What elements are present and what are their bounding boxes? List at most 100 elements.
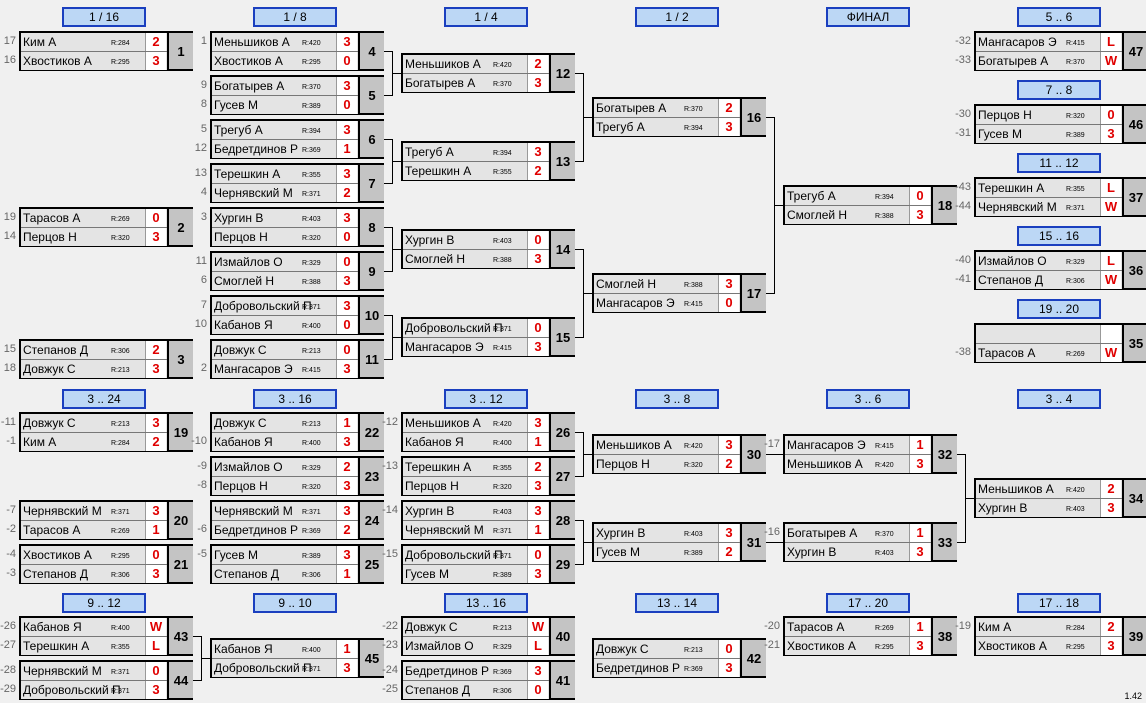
- round-header[interactable]: 3 .. 6: [826, 389, 910, 409]
- round-header[interactable]: 3 .. 8: [635, 389, 719, 409]
- round-header[interactable]: 17 .. 18: [1017, 593, 1101, 613]
- round-header[interactable]: 3 .. 16: [253, 389, 337, 409]
- match-number[interactable]: 33: [931, 524, 957, 560]
- match-number[interactable]: 43: [167, 618, 193, 654]
- match-number[interactable]: 2: [167, 209, 193, 245]
- round-header[interactable]: 13 .. 14: [635, 593, 719, 613]
- match-number[interactable]: 46: [1122, 106, 1146, 142]
- match-number[interactable]: 28: [549, 502, 575, 538]
- match-number[interactable]: 44: [167, 662, 193, 698]
- round-header[interactable]: 3 .. 24: [62, 389, 146, 409]
- match-number[interactable]: 30: [740, 436, 766, 472]
- round-header[interactable]: 9 .. 10: [253, 593, 337, 613]
- match-number[interactable]: 10: [358, 297, 384, 333]
- match-number[interactable]: 16: [740, 99, 766, 135]
- match-number[interactable]: 23: [358, 458, 384, 494]
- match-number[interactable]: 20: [167, 502, 193, 538]
- match-number[interactable]: 40: [549, 618, 575, 654]
- round-header[interactable]: 11 .. 12: [1017, 153, 1101, 173]
- match-number[interactable]: 32: [931, 436, 957, 472]
- match-number[interactable]: 47: [1122, 33, 1146, 69]
- match-number[interactable]: 37: [1122, 179, 1146, 215]
- match-number[interactable]: 22: [358, 414, 384, 450]
- round-header[interactable]: 7 .. 8: [1017, 80, 1101, 100]
- match-number[interactable]: 17: [740, 275, 766, 311]
- round-header[interactable]: 1 / 8: [253, 7, 337, 27]
- match-number[interactable]: 45: [358, 640, 384, 676]
- match-number[interactable]: 41: [549, 662, 575, 698]
- match-number[interactable]: 24: [358, 502, 384, 538]
